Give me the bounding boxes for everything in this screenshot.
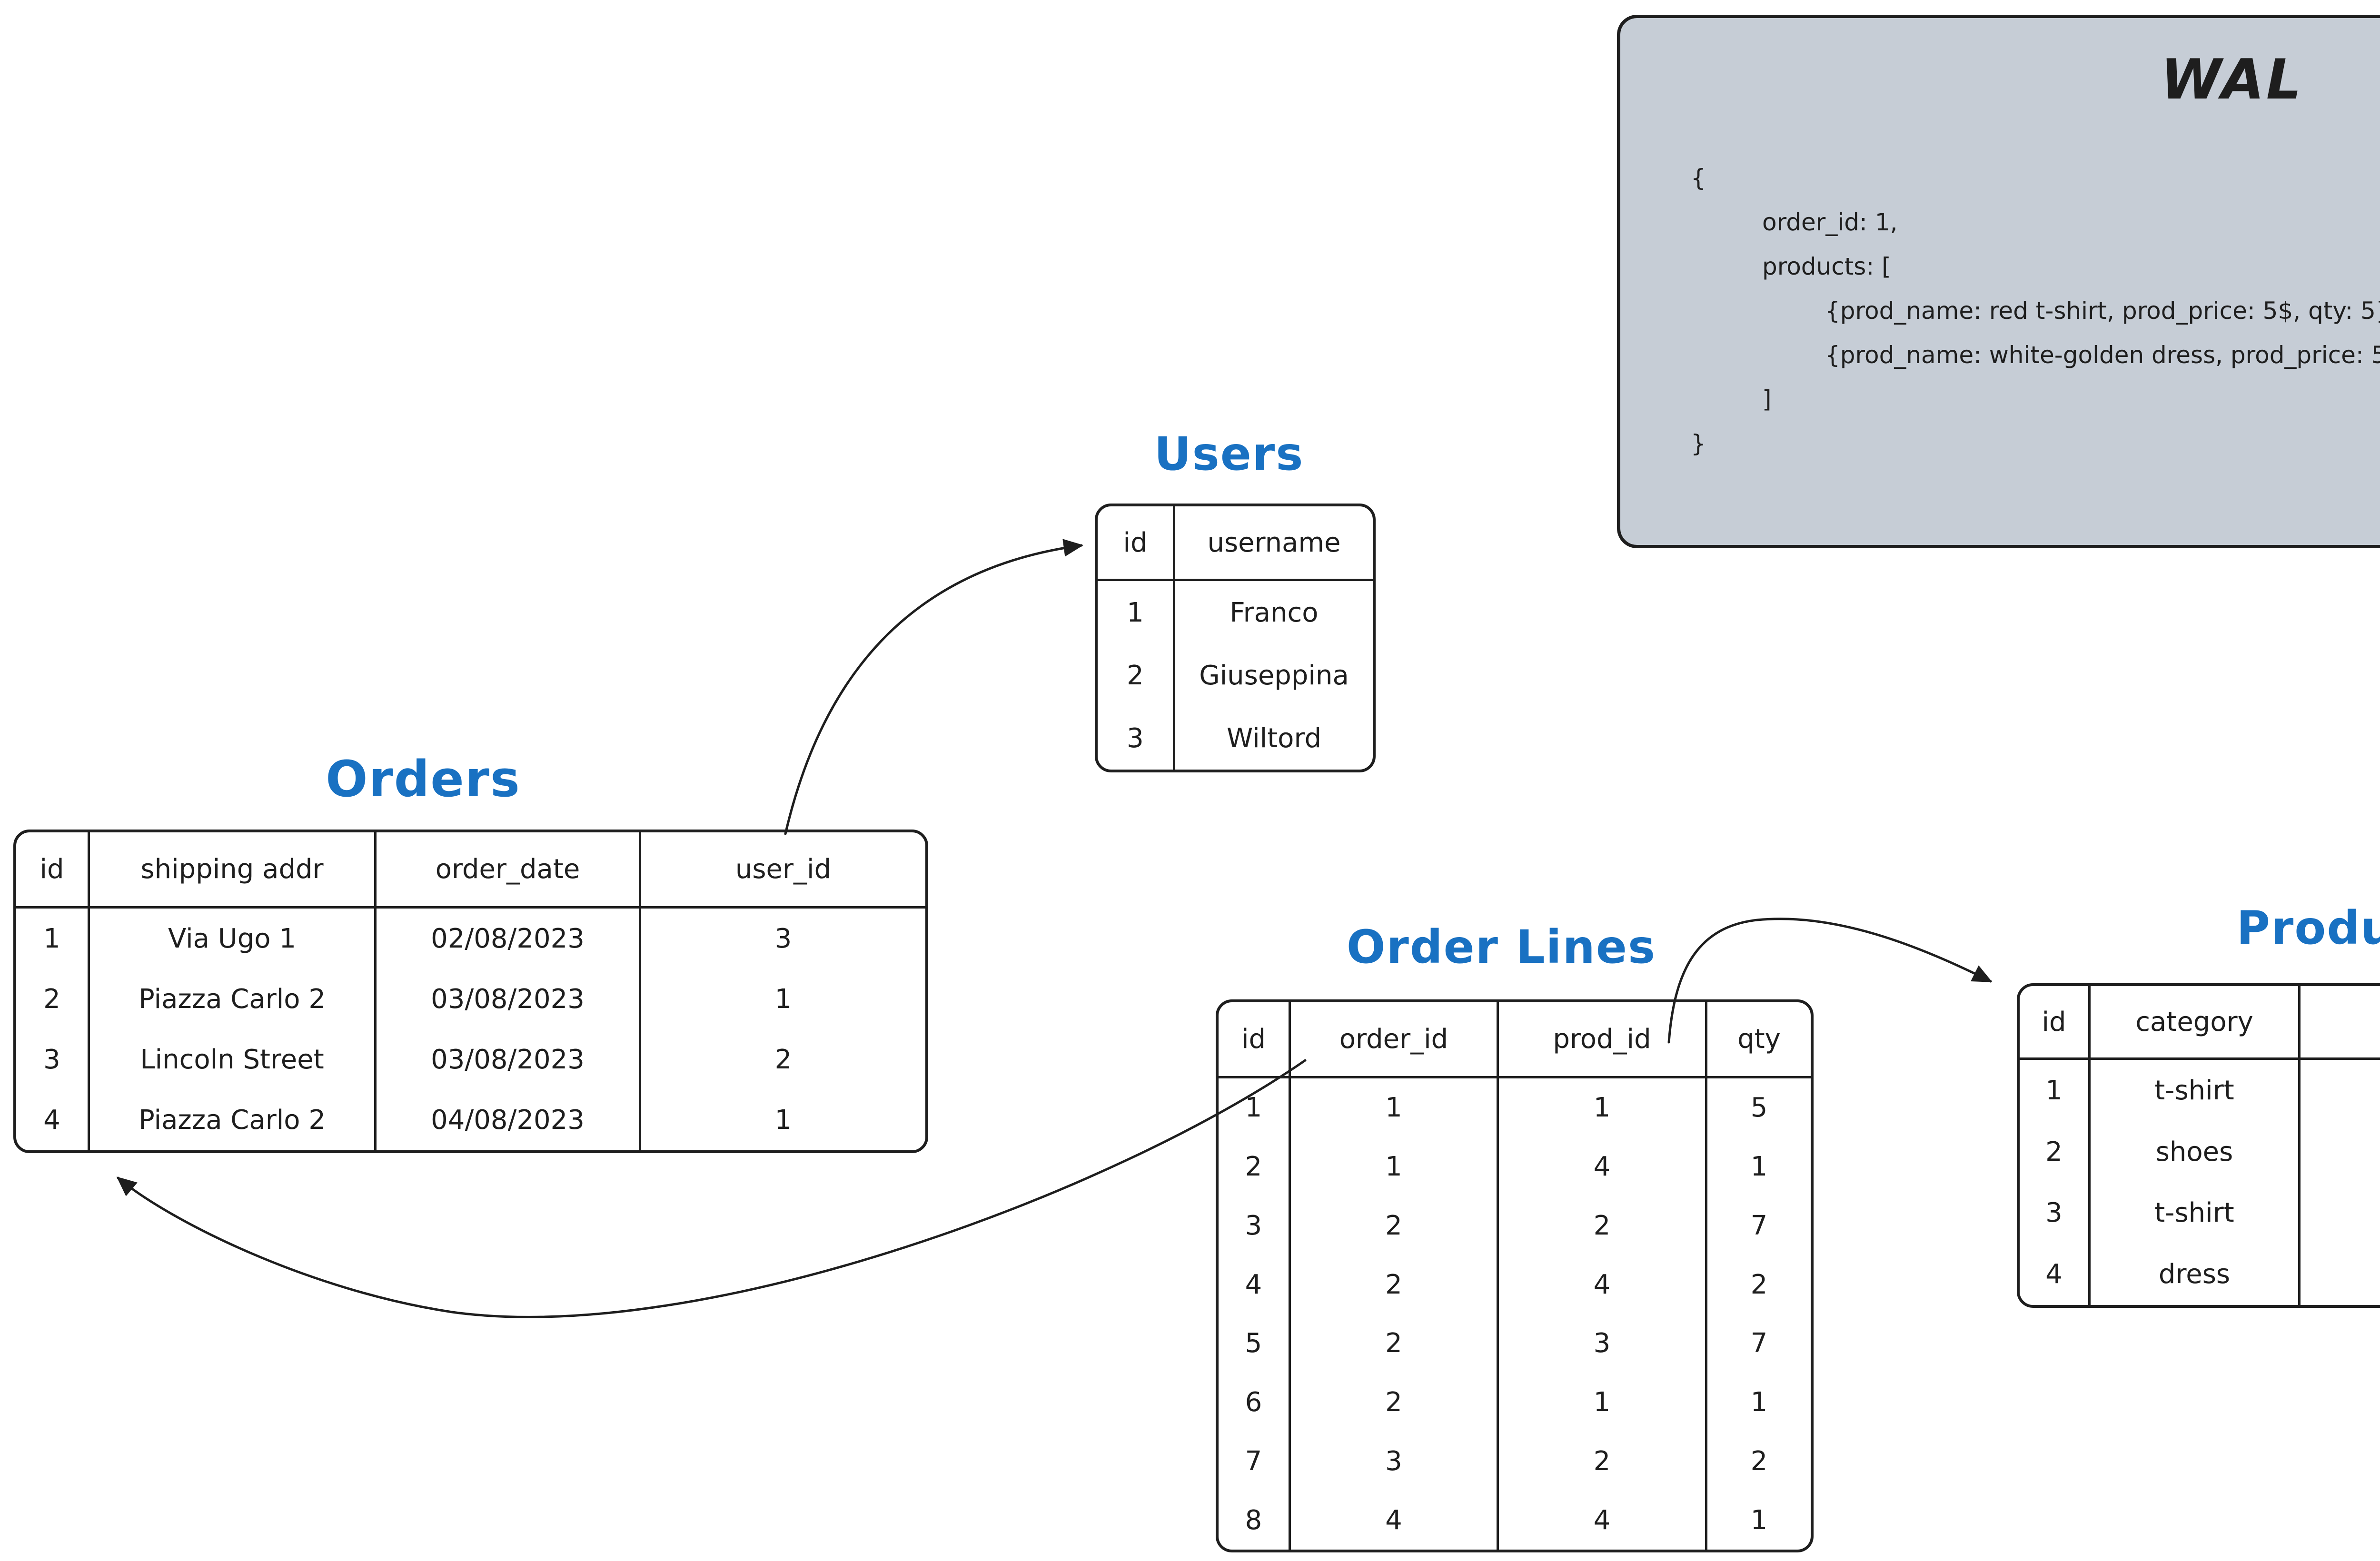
table-cell: 1: [1245, 1092, 1262, 1124]
table-cell: 7: [1705, 1314, 1811, 1373]
wal-box: WAL { order_id: 1, products: [ {prod_nam…: [1617, 15, 2380, 548]
table-cell: 4: [1497, 1137, 1705, 1196]
table-cell: 3: [1245, 1210, 1262, 1241]
table-cell: 1: [1705, 1137, 1811, 1196]
table-cell: 1: [1497, 1373, 1705, 1432]
wal-title: WAL: [2161, 48, 2303, 112]
table-cell: 4: [1289, 1491, 1497, 1550]
table-cell: 6: [1245, 1387, 1262, 1418]
table-cell: 2: [2045, 1136, 2063, 1167]
table-cell: blue-black dress: [2298, 1244, 2380, 1305]
table-cell: 1: [2045, 1075, 2063, 1106]
table-cell: 4: [2045, 1259, 2063, 1290]
wal-code-line: order_id: 1,: [1762, 208, 1898, 236]
table-cell: 8: [1245, 1504, 1262, 1536]
table-cell: 1: [639, 1090, 925, 1150]
table-cell: 2: [1497, 1196, 1705, 1255]
column-header: id: [2020, 986, 2088, 1060]
table-cell: blue t-shirt: [2298, 1182, 2380, 1244]
table-cell: 1: [1289, 1137, 1497, 1196]
table-cell: 3: [639, 909, 925, 969]
column-header: id: [1219, 1002, 1289, 1078]
table-cell: t-shirt: [2088, 1060, 2298, 1121]
table-cell: 2: [1127, 660, 1144, 691]
table-cell: 03/08/2023: [374, 1029, 639, 1090]
table-cell: 4: [1497, 1255, 1705, 1314]
table-cell: Wiltord: [1173, 707, 1373, 770]
products-table: id category name price 1 t-shirt red t-s…: [2017, 983, 2380, 1308]
table-cell: 1: [639, 969, 925, 1029]
table-cell: shoes: [2088, 1121, 2298, 1183]
table-cell: Franco: [1173, 581, 1373, 644]
wal-code-block: { order_id: 1, products: [ {prod_name: r…: [1620, 156, 2380, 466]
table-cell: 5: [1245, 1328, 1262, 1359]
table-cell: 3: [43, 1044, 60, 1075]
table-cell: 3: [1289, 1432, 1497, 1491]
table-cell: 2: [1245, 1151, 1262, 1183]
orders-table-title: Orders: [326, 750, 521, 808]
wal-code-line: {prod_name: red t-shirt, prod_price: 5$,…: [1825, 297, 2380, 325]
products-table-title: Products: [2236, 901, 2380, 955]
table-cell: 1: [43, 923, 60, 954]
table-cell: 2: [1289, 1196, 1497, 1255]
column-header: order_date: [374, 832, 639, 909]
wal-code-line: products: [: [1762, 253, 1891, 280]
table-cell: 4: [43, 1105, 60, 1136]
wal-code-line: {prod_name: white-golden dress, prod_pri…: [1825, 341, 2380, 369]
column-header: prod_id: [1497, 1002, 1705, 1078]
table-cell: 2: [1497, 1432, 1705, 1491]
table-cell: 1: [1705, 1373, 1811, 1432]
wal-code-line: {: [1691, 164, 1706, 192]
table-cell: 5: [1705, 1078, 1811, 1137]
order-lines-table: id order_id prod_id qty 1 1 1 5 2 1 4 1 …: [1216, 999, 1814, 1552]
table-cell: 02/08/2023: [374, 909, 639, 969]
orders-table: id shipping addr order_date user_id 1 Vi…: [13, 830, 928, 1153]
wal-code-line: ]: [1762, 385, 1772, 413]
table-cell: 03/08/2023: [374, 969, 639, 1029]
table-cell: 3: [1497, 1314, 1705, 1373]
column-header: qty: [1705, 1002, 1811, 1078]
users-table: id username 1 Franco 2 Giuseppina 3 Wilt…: [1095, 504, 1376, 772]
column-header: user_id: [639, 832, 925, 909]
table-cell: 1: [1289, 1078, 1497, 1137]
table-cell: dress: [2088, 1244, 2298, 1305]
table-cell: 4: [1245, 1269, 1262, 1300]
table-cell: Lincoln Street: [88, 1029, 374, 1090]
table-cell: 1: [1705, 1491, 1811, 1550]
column-header: name: [2298, 986, 2380, 1060]
table-cell: 3: [1127, 722, 1144, 754]
table-cell: red t-shirt: [2298, 1060, 2380, 1121]
table-cell: Wow shoe: [2298, 1121, 2380, 1183]
table-cell: 2: [639, 1029, 925, 1090]
column-header: shipping addr: [88, 832, 374, 909]
column-header: username: [1173, 506, 1373, 581]
table-cell: 3: [2045, 1197, 2063, 1229]
order-lines-table-title: Order Lines: [1346, 920, 1656, 974]
table-cell: Via Ugo 1: [88, 909, 374, 969]
table-cell: 2: [1289, 1314, 1497, 1373]
table-cell: t-shirt: [2088, 1182, 2298, 1244]
column-header: order_id: [1289, 1002, 1497, 1078]
column-header: id: [16, 832, 88, 909]
table-cell: Piazza Carlo 2: [88, 969, 374, 1029]
table-cell: Giuseppina: [1173, 644, 1373, 707]
table-cell: 2: [1289, 1373, 1497, 1432]
table-cell: 7: [1705, 1196, 1811, 1255]
table-cell: 4: [1497, 1491, 1705, 1550]
table-cell: 2: [1705, 1432, 1811, 1491]
table-cell: 7: [1245, 1445, 1262, 1477]
table-cell: 1: [1497, 1078, 1705, 1137]
column-header: category: [2088, 986, 2298, 1060]
table-cell: 2: [1705, 1255, 1811, 1314]
table-cell: 04/08/2023: [374, 1090, 639, 1150]
column-header: id: [1098, 506, 1173, 581]
table-cell: 2: [1289, 1255, 1497, 1314]
wal-code-line: }: [1691, 430, 1706, 457]
table-cell: 2: [43, 984, 60, 1015]
table-cell: 1: [1127, 597, 1144, 628]
table-cell: Piazza Carlo 2: [88, 1090, 374, 1150]
users-table-title: Users: [1154, 427, 1304, 481]
fk-arrow-orders-user-id-to-users: [784, 539, 1084, 835]
